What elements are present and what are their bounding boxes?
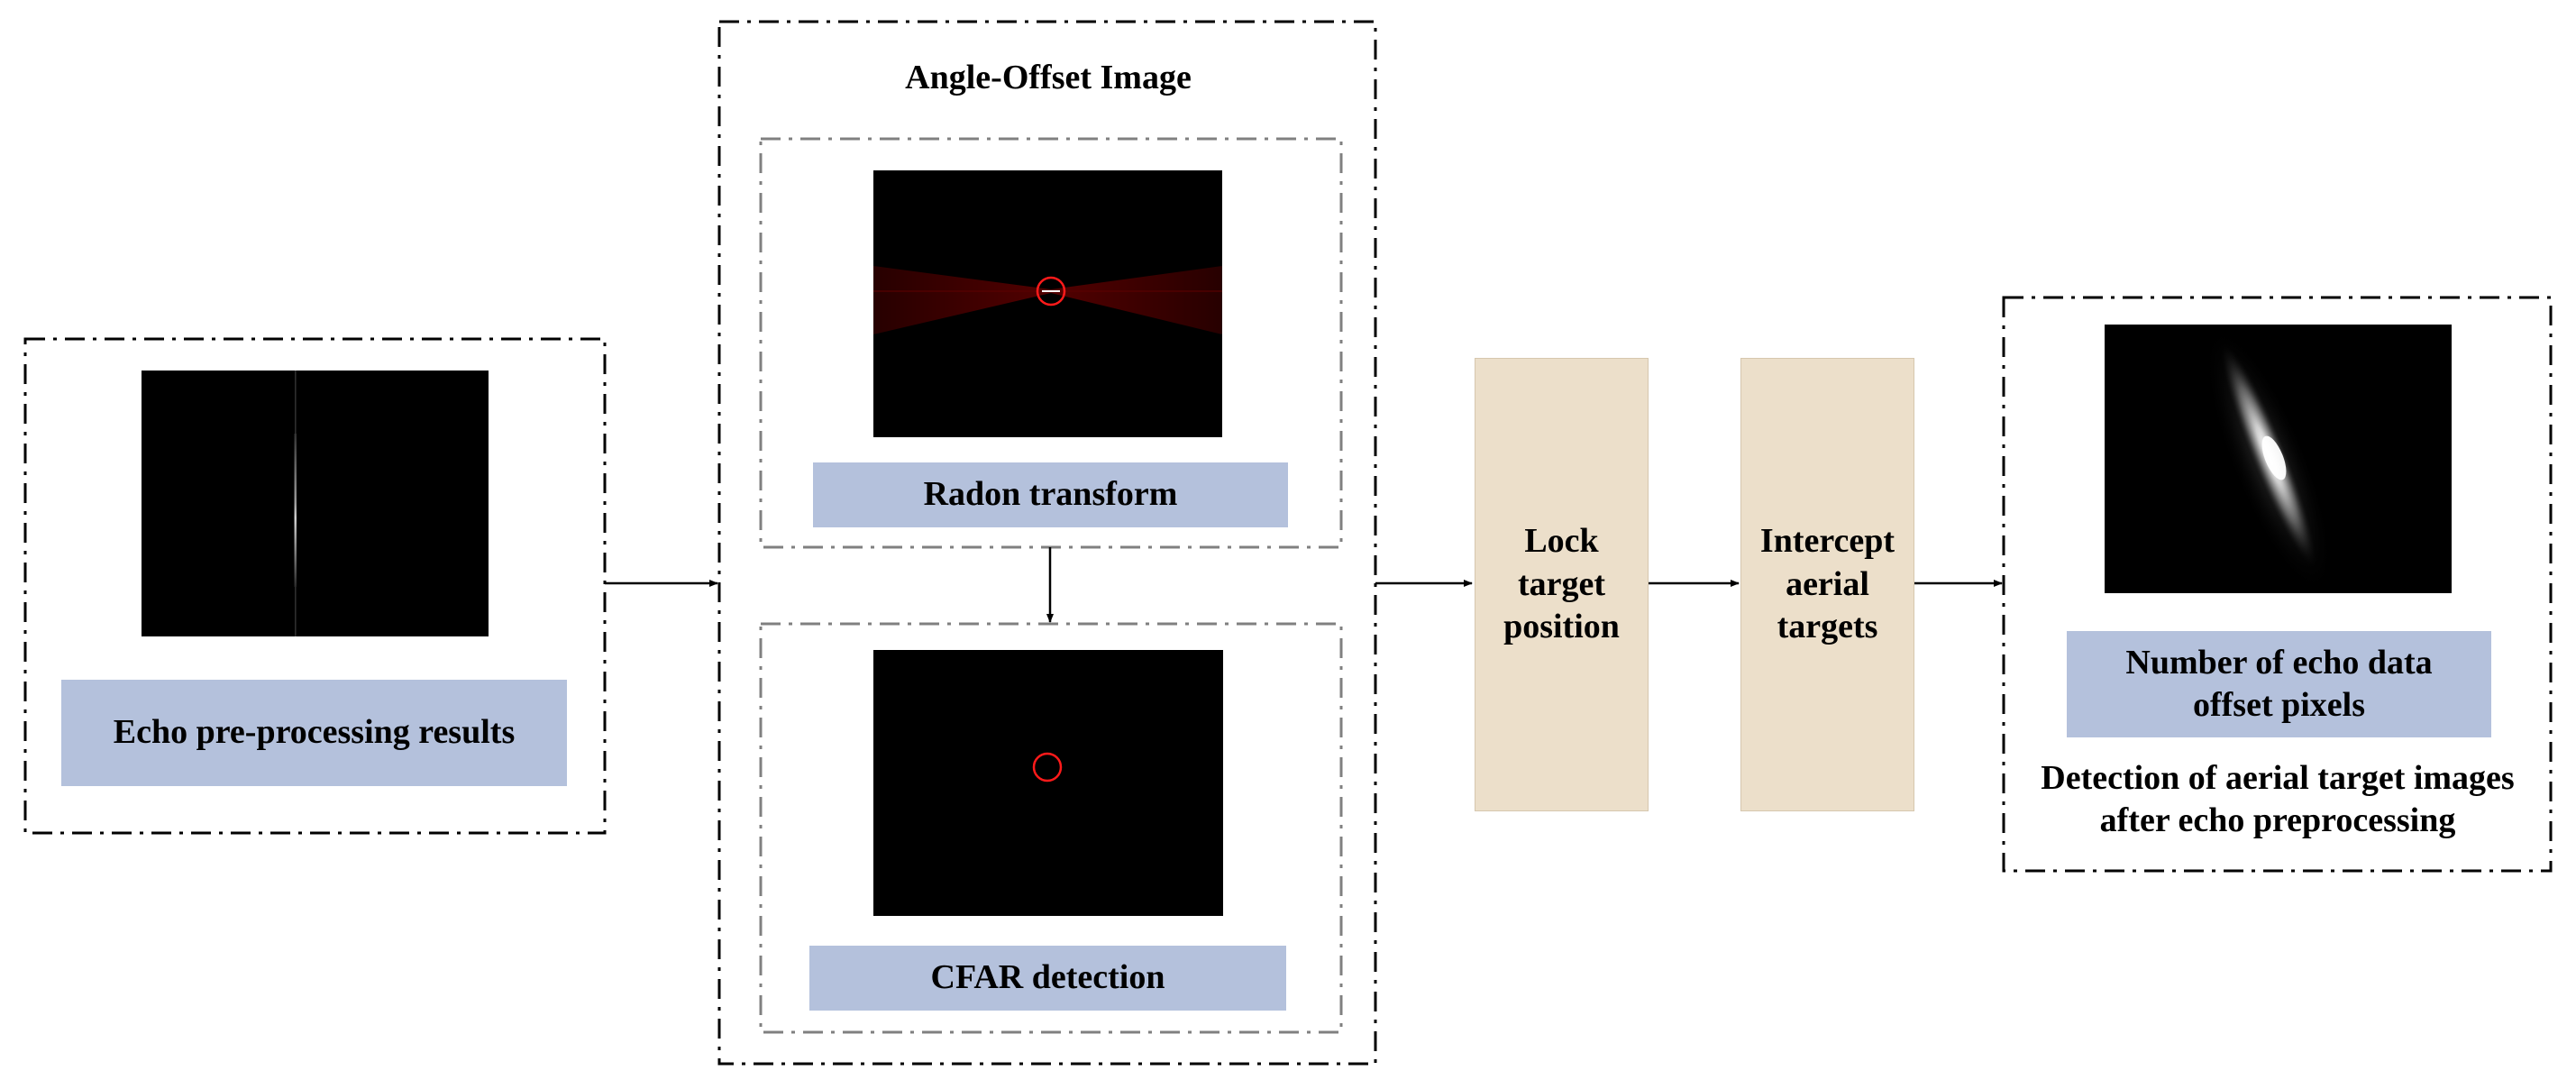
right-panel-footer: Detection of aerial target images after … [2041, 758, 2515, 840]
right-panel-frame [2002, 296, 2553, 873]
echo-trace-graphic [294, 371, 297, 636]
target-streak-graphic [2204, 325, 2334, 593]
left-panel-frame [23, 337, 607, 835]
cfar-detection-caption: CFAR detection [809, 946, 1286, 1011]
lock-target-position-step: Lock target position [1475, 358, 1649, 811]
cfar-detection-image [873, 650, 1223, 916]
cfar-result-graphic [1032, 752, 1063, 782]
angle-offset-title: Angle-Offset Image [905, 59, 1192, 97]
radon-transform-caption: Radon transform [813, 462, 1288, 527]
echo-preprocessing-caption: Echo pre-processing results [61, 680, 567, 786]
radon-detection-circle [1036, 276, 1066, 307]
cfar-subpanel-frame [759, 622, 1343, 1034]
intercept-aerial-targets-step: Intercept aerial targets [1740, 358, 1914, 811]
aerial-target-detection-image [2105, 325, 2452, 593]
middle-panel-frame [717, 20, 1377, 1066]
cfar-detection-circle [1032, 752, 1063, 782]
radon-transform-image [873, 170, 1222, 437]
echo-preprocessing-image [142, 371, 489, 636]
radon-sinogram-graphic [873, 266, 1222, 334]
offset-pixels-caption: Number of echo data offset pixels [2067, 631, 2491, 737]
